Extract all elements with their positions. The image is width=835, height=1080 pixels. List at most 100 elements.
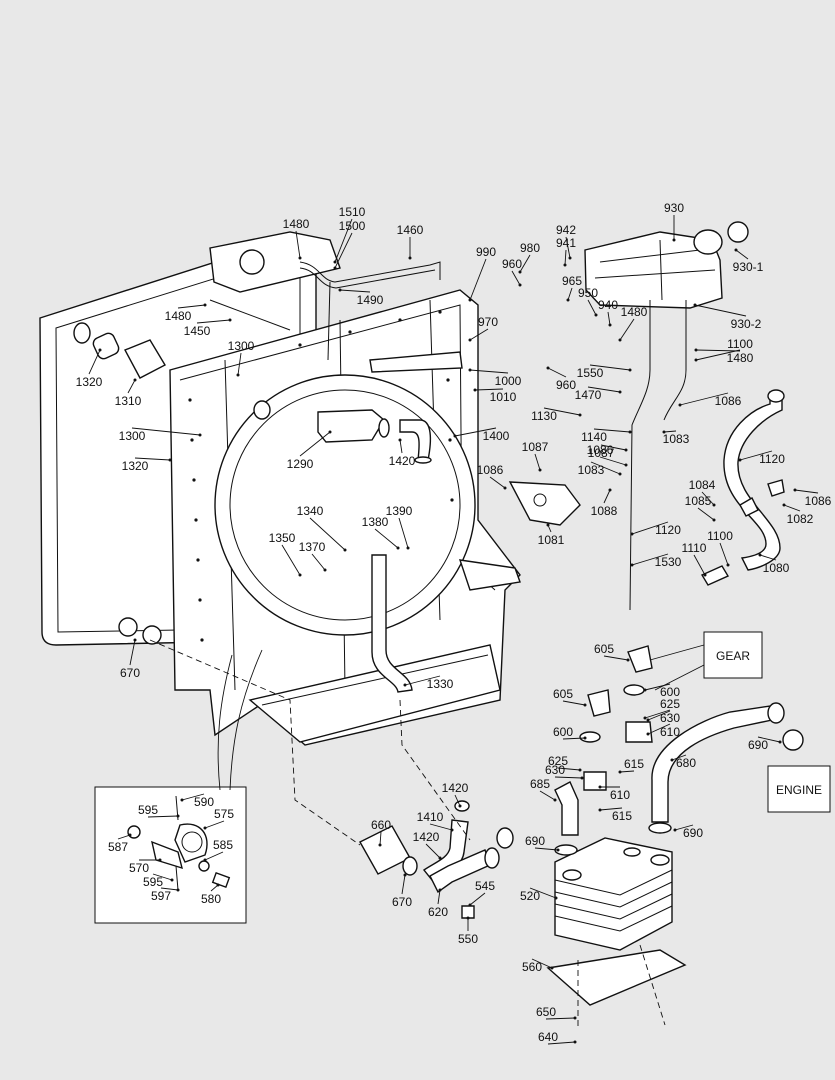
leader-dot bbox=[176, 814, 180, 818]
part-number-label: 605 bbox=[553, 687, 573, 701]
leader-dot bbox=[323, 568, 327, 572]
lower-left-hoses bbox=[359, 800, 514, 919]
leader-line bbox=[334, 232, 353, 269]
leader-line bbox=[204, 851, 224, 861]
leader-dot bbox=[793, 488, 797, 492]
leader-dot bbox=[672, 238, 676, 242]
part-number-label: 680 bbox=[676, 756, 696, 770]
leader-line bbox=[131, 427, 201, 436]
part-number-label: 1480 bbox=[283, 217, 310, 231]
leader-line bbox=[237, 352, 242, 376]
leader-dot bbox=[573, 1040, 577, 1044]
part-number-label: 670 bbox=[392, 895, 412, 909]
part-number-label: 1000 bbox=[495, 374, 522, 388]
leader-dot bbox=[678, 403, 682, 407]
leader-dot bbox=[694, 348, 698, 352]
part-number-label: 1410 bbox=[417, 810, 444, 824]
leader-line bbox=[204, 820, 225, 829]
leader-line bbox=[590, 461, 621, 475]
part-number-label: 1290 bbox=[287, 457, 314, 471]
leader-line bbox=[631, 521, 669, 535]
leader-line bbox=[177, 304, 206, 309]
bracket-1081 bbox=[508, 481, 581, 526]
leader-dot bbox=[333, 266, 337, 270]
part-number-label: 1420 bbox=[389, 454, 416, 468]
leader-dot bbox=[468, 368, 472, 372]
leader-dot bbox=[518, 270, 522, 274]
leader-line bbox=[587, 386, 621, 393]
leader-dot bbox=[568, 256, 572, 260]
part-number-label: 615 bbox=[612, 809, 632, 823]
leader-dot bbox=[712, 503, 716, 507]
leader-dot bbox=[554, 896, 558, 900]
leader-dot bbox=[693, 303, 697, 307]
leader-dot bbox=[198, 433, 202, 437]
part-number-label: 685 bbox=[530, 777, 550, 791]
leader-dot bbox=[468, 298, 472, 302]
leader-line bbox=[603, 489, 611, 504]
leader-dot bbox=[398, 438, 402, 442]
part-number-label: 1010 bbox=[490, 390, 517, 404]
leader-dot bbox=[608, 323, 612, 327]
leader-line bbox=[534, 847, 559, 851]
leader-dot bbox=[608, 488, 612, 492]
leader-dot bbox=[408, 256, 412, 260]
part-number-label: 585 bbox=[213, 838, 233, 852]
part-number-label: 625 bbox=[660, 697, 680, 711]
part-number-label: 690 bbox=[525, 834, 545, 848]
leader-dot bbox=[216, 883, 220, 887]
leader-line bbox=[454, 794, 461, 807]
label-leader-lines bbox=[88, 215, 819, 1045]
part-number-label: 980 bbox=[520, 241, 540, 255]
leader-dot bbox=[338, 288, 342, 292]
leader-dot bbox=[556, 848, 560, 852]
leader-line bbox=[794, 489, 819, 494]
leader-line bbox=[543, 407, 581, 416]
leader-line bbox=[567, 287, 573, 301]
leader-line bbox=[783, 504, 801, 512]
part-number-label: 610 bbox=[660, 725, 680, 739]
leader-dot bbox=[546, 366, 550, 370]
leader-line bbox=[557, 767, 581, 771]
leader-dot bbox=[438, 888, 442, 892]
leader-dot bbox=[628, 368, 632, 372]
leader-dot bbox=[630, 563, 634, 567]
leader-dot bbox=[538, 468, 542, 472]
leader-line bbox=[469, 258, 487, 301]
leader-line bbox=[589, 364, 631, 371]
leader-line bbox=[147, 815, 179, 818]
part-number-label: 550 bbox=[458, 932, 478, 946]
leader-line bbox=[152, 873, 173, 881]
leader-line bbox=[489, 476, 506, 489]
leader-line bbox=[529, 887, 557, 899]
part-number-label: 630 bbox=[545, 763, 565, 777]
leader-dot bbox=[466, 916, 470, 920]
part-number-label: 620 bbox=[428, 905, 448, 919]
leader-line bbox=[474, 388, 504, 391]
engine-callout-label: ENGINE bbox=[776, 783, 822, 797]
part-number-label: 1350 bbox=[269, 531, 296, 545]
part-number-label: 580 bbox=[201, 892, 221, 906]
leader-line bbox=[281, 544, 301, 576]
leader-dot bbox=[628, 430, 632, 434]
leader-dot bbox=[333, 260, 337, 264]
part-number-label: 1120 bbox=[759, 452, 785, 466]
leader-line bbox=[311, 553, 326, 571]
part-number-label: 1310 bbox=[115, 394, 142, 408]
part-number-label: 960 bbox=[502, 257, 522, 271]
part-number-label: 1081 bbox=[538, 533, 565, 547]
leader-line bbox=[539, 790, 556, 801]
part-number-label: 942 bbox=[556, 223, 576, 237]
leader-dot bbox=[343, 548, 347, 552]
part-number-label: 630 bbox=[660, 711, 680, 725]
leader-line bbox=[619, 770, 635, 773]
leader-line bbox=[127, 379, 136, 394]
leader-line bbox=[519, 254, 531, 273]
part-number-label: 1110 bbox=[682, 541, 707, 555]
leader-dot bbox=[578, 768, 582, 772]
leader-dot bbox=[703, 573, 707, 577]
leader-line bbox=[425, 843, 441, 859]
part-number-label: 615 bbox=[624, 757, 644, 771]
part-number-label: 1380 bbox=[362, 515, 389, 529]
